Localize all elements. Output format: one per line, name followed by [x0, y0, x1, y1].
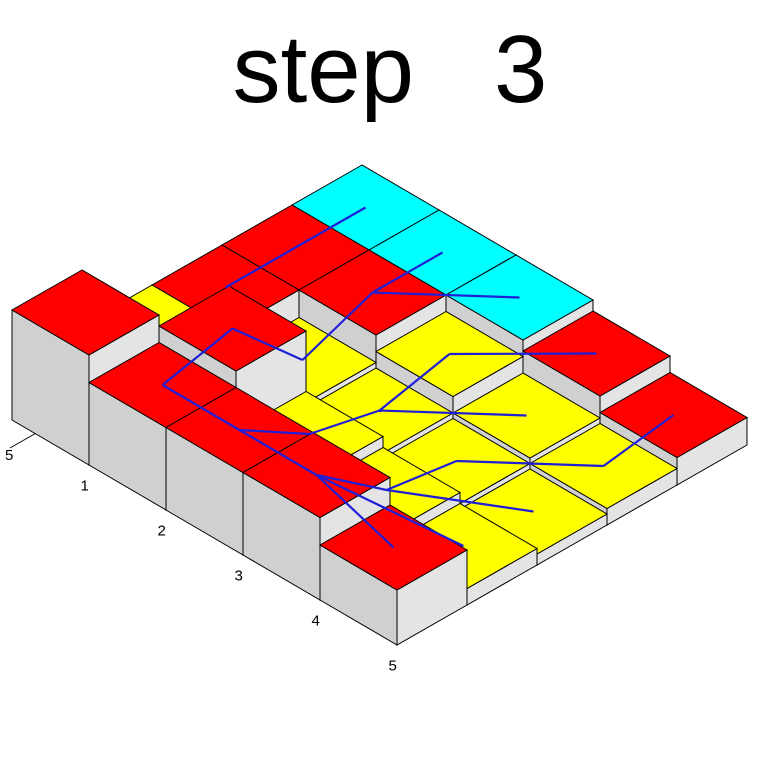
flow-line [239, 428, 310, 436]
axis-right-tick-label: 3 [235, 568, 243, 585]
axis-right-tick-label: 5 [389, 658, 397, 675]
axis-right-tick-label: 1 [81, 478, 89, 495]
flow-line [224, 246, 297, 289]
flow-line [378, 353, 451, 412]
flow-line [386, 459, 457, 492]
axis-right-tick-label: 2 [158, 523, 166, 540]
flow-line [315, 474, 395, 549]
flow-line [161, 327, 234, 386]
flow-line [449, 352, 597, 356]
flow-line [386, 488, 534, 513]
flow-line [372, 291, 520, 299]
step-title: step 3 [232, 16, 548, 123]
flow-line [294, 206, 367, 249]
flow-line [371, 251, 444, 294]
flow-line [309, 409, 380, 436]
flow-line [301, 291, 374, 361]
cell-top [11, 269, 160, 356]
flow-line [602, 414, 675, 467]
flow-network [161, 206, 675, 549]
flow-line [232, 327, 303, 362]
flow-line [316, 473, 387, 492]
flow-line [238, 429, 318, 476]
flow-line [379, 409, 527, 417]
flow-line [316, 474, 464, 547]
axis-right-tick-label: 4 [312, 613, 320, 630]
flow-line [456, 459, 604, 468]
grid-cells [11, 164, 748, 646]
flow-line [161, 384, 241, 431]
axis-left-tick-label: 5 [5, 447, 13, 464]
